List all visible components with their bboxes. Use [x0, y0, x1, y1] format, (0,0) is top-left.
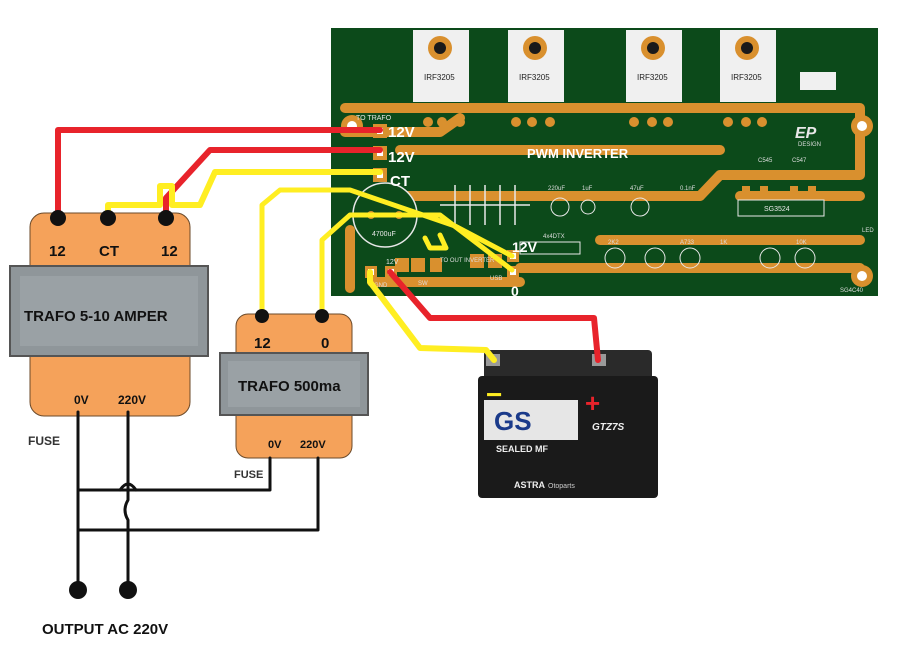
trafo-small-core-inner	[228, 361, 360, 407]
wire-yellow-small-0	[319, 212, 515, 319]
battery: GS SEALED MF GTZ7S ASTRA Otoparts − +	[478, 350, 658, 498]
part-4x4dtx: 4x4DTX	[543, 234, 565, 240]
mosfet-3-label: IRF3205	[637, 73, 668, 82]
trafo-big-out-0v: 0V	[74, 393, 89, 407]
ic-label: SG3524	[764, 206, 790, 213]
pin-label-0-right: 0	[511, 283, 519, 299]
battery-maker: ASTRA	[514, 480, 545, 490]
pcb-gnd-small: GND	[374, 283, 388, 289]
mosfet-pins	[423, 117, 767, 127]
wire-crossover-hop	[118, 482, 138, 492]
mosfet-row: IRF3205 IRF3205 IRF3205 IRF3205	[413, 30, 776, 102]
part-47uf: 47uF	[630, 186, 644, 192]
ic-sg3524: SG3524	[737, 199, 825, 217]
trafo-small-title: TRAFO 500ma	[238, 378, 341, 395]
trafo-big-dot-12-right	[158, 210, 174, 226]
sw-label: SW	[418, 281, 428, 287]
output-ac-label: OUTPUT AC 220V	[42, 621, 168, 638]
capacitor-label: 4700uF	[372, 231, 396, 238]
part-01nf: 0.1nF	[680, 186, 696, 192]
trafo-small-term-left: 12	[254, 335, 271, 352]
part-220uf: 220uF	[548, 186, 565, 192]
pin-label-12v-top: 12V	[388, 124, 415, 141]
pcb-code: SG4C40	[840, 288, 864, 294]
diode-block	[440, 185, 530, 225]
wire-red-top	[55, 127, 383, 219]
pcb-board: IRF3205 IRF3205 IRF3205 IRF3205	[331, 28, 878, 296]
mosfet-1-label: IRF3205	[424, 73, 455, 82]
battery-pos-sign: +	[585, 388, 600, 418]
part-10k: 10K	[796, 240, 807, 246]
trafo-big-core-inner	[20, 276, 198, 346]
wire-yellow-battery-neg	[367, 269, 497, 363]
mosfet-4-label: IRF3205	[731, 73, 762, 82]
battery-type: SEALED MF	[496, 444, 549, 454]
pcb-12v-small: 12V	[386, 259, 399, 266]
trafo-small-dot-12	[255, 309, 269, 323]
wire-black-small-220v	[76, 456, 320, 532]
mosfet-2-label: IRF3205	[519, 73, 550, 82]
trafo-big-dot-ct	[100, 210, 116, 226]
brand-design: DESIGN	[798, 142, 821, 148]
trafo-small-out-0v: 0V	[268, 439, 282, 451]
wire-yellow-jumper	[422, 232, 449, 251]
ep-design-logo: EP DESIGN	[795, 125, 821, 148]
trafo-big-fuse: FUSE	[28, 434, 60, 448]
output-dot-0v	[69, 581, 87, 599]
wires	[55, 127, 601, 592]
to-trafo-label: TO TRAFO	[356, 115, 392, 122]
part-c547: C547	[792, 158, 807, 164]
trafo-big-title: TRAFO 5-10 AMPER	[24, 308, 168, 325]
battery-top	[484, 350, 652, 380]
mosfet-3: IRF3205	[626, 30, 682, 102]
wire-yellow-ct	[105, 169, 383, 219]
part-c545: C545	[758, 158, 773, 164]
mosfet-2: IRF3205	[508, 30, 564, 102]
trafo-big-term-right: 12	[161, 243, 178, 260]
trafo-small-term-right: 0	[321, 335, 329, 352]
wire-red-battery-pos	[387, 269, 601, 363]
terminal-dots	[50, 210, 329, 599]
part-1k: 1K	[720, 240, 727, 246]
trafo-small-fuse: FUSE	[234, 469, 263, 481]
battery-neg-sign: −	[486, 379, 502, 410]
part-1uf: 1uF	[582, 186, 593, 192]
battery-maker-sub: Otoparts	[548, 483, 575, 490]
trafo-small-out-220v: 220V	[300, 439, 326, 451]
pcb-traces	[340, 103, 865, 293]
battery-model: GTZ7S	[592, 422, 625, 433]
brand-ep: EP	[795, 125, 817, 142]
pwm-inverter-title: PWM INVERTER	[527, 146, 629, 161]
battery-label-panel	[484, 400, 578, 440]
mosfet-1: IRF3205	[413, 30, 469, 102]
to-out-inverter-label: TO OUT INVERTER	[440, 258, 495, 264]
part-a733: A733	[680, 240, 695, 246]
pin-label-12v-mid: 12V	[388, 149, 415, 166]
pcb-decal	[800, 72, 836, 90]
trafo-big-dot-12-left	[50, 210, 66, 226]
trafo-big-term-ct: CT	[99, 243, 119, 260]
trafo-big-out-220v: 220V	[118, 393, 146, 407]
trafo-small: TRAFO 500ma 12 0 0V 220V FUSE	[219, 313, 369, 481]
mosfet-4: IRF3205	[720, 30, 776, 102]
usb-label: USB	[490, 276, 502, 282]
pcb-pin-labels: 12V 12V CT 12V 0	[388, 124, 538, 299]
wire-black-out-220v	[123, 410, 130, 592]
trafo-big: TRAFO 5-10 AMPER 12 CT 12 0V 220V FUSE	[9, 212, 209, 448]
battery-brand: GS	[494, 406, 532, 436]
pin-label-ct: CT	[390, 173, 410, 190]
output-dot-220v	[119, 581, 137, 599]
pin-label-12v-right: 12V	[512, 239, 538, 255]
wire-red-second	[163, 147, 383, 219]
part-led: LED	[862, 228, 874, 234]
part-2k2: 2K2	[608, 240, 619, 246]
trafo-small-dot-0	[315, 309, 329, 323]
wire-black-small-0v	[76, 456, 272, 492]
trafo-big-term-left: 12	[49, 243, 66, 260]
